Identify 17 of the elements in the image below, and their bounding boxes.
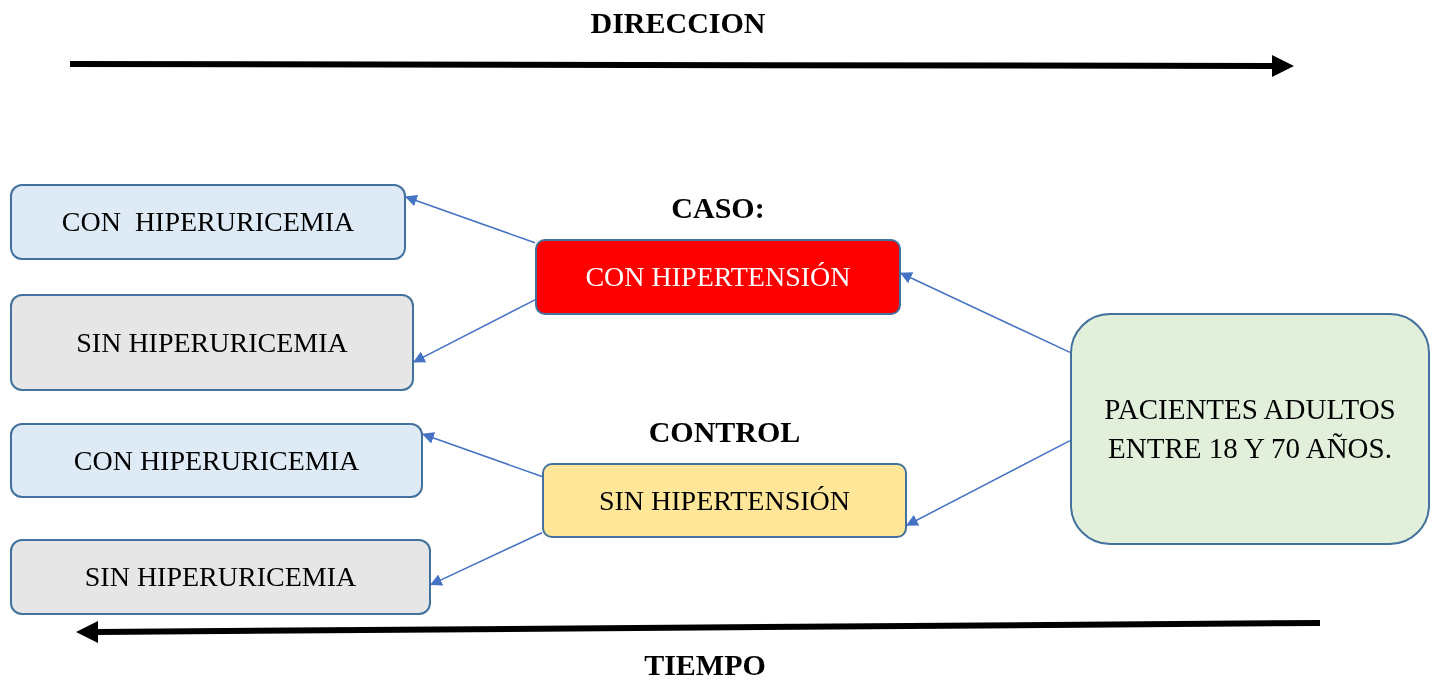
process-box: SIN HIPERURICEMIA: [10, 539, 431, 615]
group-heading: CASO:: [670, 191, 766, 225]
arrow: [412, 299, 536, 363]
process-box: CON HIPERTENSIÓN: [535, 239, 901, 315]
group-heading: CONTROL: [647, 415, 802, 449]
arrow: [905, 439, 1071, 526]
arrow: [429, 532, 543, 586]
process-box: SIN HIPERTENSIÓN: [542, 463, 907, 538]
process-box: CON HIPERURICEMIA: [10, 423, 423, 498]
axis-label: DIRECCION: [590, 6, 766, 40]
arrow: [404, 194, 536, 244]
process-box: PACIENTES ADULTOS ENTRE 18 Y 70 AÑOS.: [1070, 313, 1430, 545]
process-box: SIN HIPERURICEMIA: [10, 294, 414, 391]
arrow: [421, 432, 543, 478]
process-box: CON HIPERURICEMIA: [10, 184, 406, 260]
axis-label: TIEMPO: [644, 648, 766, 682]
arrow: [899, 272, 1071, 354]
